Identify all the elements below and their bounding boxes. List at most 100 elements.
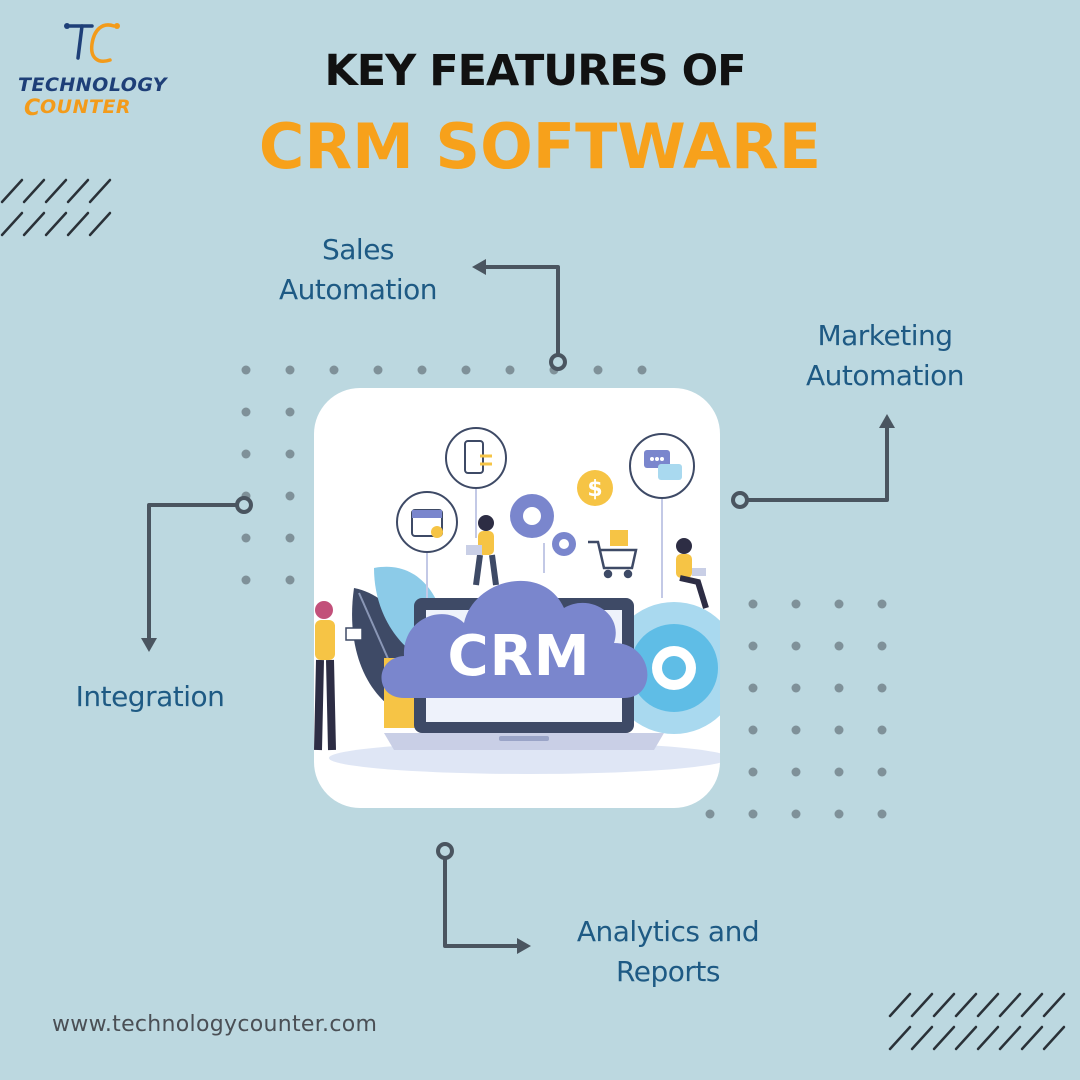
- integration-connector-node: [235, 496, 253, 514]
- decor-dot: [791, 725, 801, 735]
- crm-cloud: [381, 580, 648, 698]
- feature-sales-automation: Sales Automation: [278, 233, 438, 306]
- integration-arrowhead: [141, 638, 157, 652]
- decor-slash: [998, 992, 1022, 1018]
- tc-monogram-icon: [64, 23, 120, 63]
- decor-dot: [834, 725, 844, 735]
- decor-slash: [44, 178, 68, 204]
- decor-slash: [976, 992, 1000, 1018]
- dollar-coin-icon: [577, 470, 613, 506]
- crm-illustration: $: [314, 427, 720, 774]
- slash-pattern-bottom-right: [888, 992, 1066, 1051]
- sales-arrowhead: [472, 259, 486, 275]
- decor-dot: [417, 365, 427, 375]
- chat-icon: [629, 433, 695, 499]
- decor-dot: [877, 767, 887, 777]
- technology-counter-logo: TECHNOLOGY OUNTER C: [18, 18, 168, 130]
- decor-dot: [241, 407, 251, 417]
- decor-dot: [791, 683, 801, 693]
- decor-slash: [88, 178, 112, 204]
- decor-dot: [791, 809, 801, 819]
- decor-slash: [888, 992, 912, 1018]
- decor-slash: [0, 211, 24, 237]
- decor-dot: [834, 599, 844, 609]
- svg-text:$: $: [587, 477, 602, 502]
- decor-slash: [998, 1025, 1022, 1051]
- decor-slash: [88, 211, 112, 237]
- page-title-line-1: KEY FEATURES OF: [324, 46, 746, 96]
- laptop-base: [384, 733, 664, 750]
- decor-dot: [241, 533, 251, 543]
- decor-dot: [461, 365, 471, 375]
- decor-dot: [285, 407, 295, 417]
- integration-connector-line: [147, 503, 239, 644]
- decor-dot: [373, 365, 383, 375]
- decor-slash: [976, 1025, 1000, 1051]
- logo-line-technology: TECHNOLOGY: [18, 74, 168, 96]
- decor-slash: [1020, 992, 1044, 1018]
- decor-dot: [329, 365, 339, 375]
- decor-dot: [285, 449, 295, 459]
- decor-slash: [910, 992, 934, 1018]
- decor-slash: [66, 178, 90, 204]
- decor-slash: [954, 1025, 978, 1051]
- standing-person: [314, 601, 363, 751]
- decor-dot: [791, 767, 801, 777]
- decor-dot: [877, 725, 887, 735]
- website-url[interactable]: www.technologycounter.com: [52, 1012, 378, 1037]
- decor-dot: [748, 725, 758, 735]
- decor-dot: [791, 599, 801, 609]
- decor-dot: [241, 449, 251, 459]
- decor-slash: [932, 1025, 956, 1051]
- logo-c-glyph-icon: C: [24, 96, 41, 121]
- logo-line-counter: OUNTER: [40, 96, 132, 118]
- page-title-line-2: CRM SOFTWARE: [258, 110, 822, 183]
- decor-dot: [705, 809, 715, 819]
- marketing-arrowhead: [879, 414, 895, 428]
- decor-dot: [834, 641, 844, 651]
- marketing-connector-line: [745, 422, 889, 502]
- analytics-connector-node: [436, 842, 454, 860]
- analytics-arrowhead: [517, 938, 531, 954]
- decor-dot: [877, 599, 887, 609]
- decor-slash: [22, 211, 46, 237]
- decor-slash: [888, 1025, 912, 1051]
- decor-slash: [1042, 992, 1066, 1018]
- marketing-connector-node: [731, 491, 749, 509]
- decor-dot: [241, 575, 251, 585]
- feature-integration: Integration: [75, 680, 225, 713]
- decor-dot: [505, 365, 515, 375]
- analytics-connector-line: [443, 856, 524, 948]
- feature-marketing-automation: Marketing Automation: [805, 319, 965, 392]
- decor-slash: [22, 178, 46, 204]
- decor-slash: [1042, 1025, 1066, 1051]
- shopping-cart-icon: [588, 530, 638, 579]
- decor-slash: [932, 992, 956, 1018]
- decor-slash: [1020, 1025, 1044, 1051]
- calendar-icon: [396, 491, 458, 553]
- person-on-gear: [676, 538, 709, 609]
- feature-analytics-reports: Analytics and Reports: [576, 915, 760, 988]
- decor-dot: [748, 767, 758, 777]
- decor-dot: [637, 365, 647, 375]
- decor-slash: [954, 992, 978, 1018]
- decor-dot: [877, 683, 887, 693]
- decor-dot: [877, 641, 887, 651]
- decor-dot: [285, 491, 295, 501]
- decor-slash: [0, 178, 24, 204]
- crm-illustration-card: $ CRM: [314, 388, 720, 808]
- decor-dot: [834, 809, 844, 819]
- decor-dot: [834, 767, 844, 777]
- decor-slash: [910, 1025, 934, 1051]
- gear-icon-small: [552, 532, 576, 556]
- decor-dot: [285, 365, 295, 375]
- decor-dot: [748, 809, 758, 819]
- dot-grid-right: [705, 599, 887, 819]
- slash-pattern-top-left: [0, 178, 112, 237]
- sales-connector-line: [478, 265, 560, 358]
- decor-dot: [748, 599, 758, 609]
- decor-dot: [791, 641, 801, 651]
- decor-slash: [66, 211, 90, 237]
- decor-dot: [748, 641, 758, 651]
